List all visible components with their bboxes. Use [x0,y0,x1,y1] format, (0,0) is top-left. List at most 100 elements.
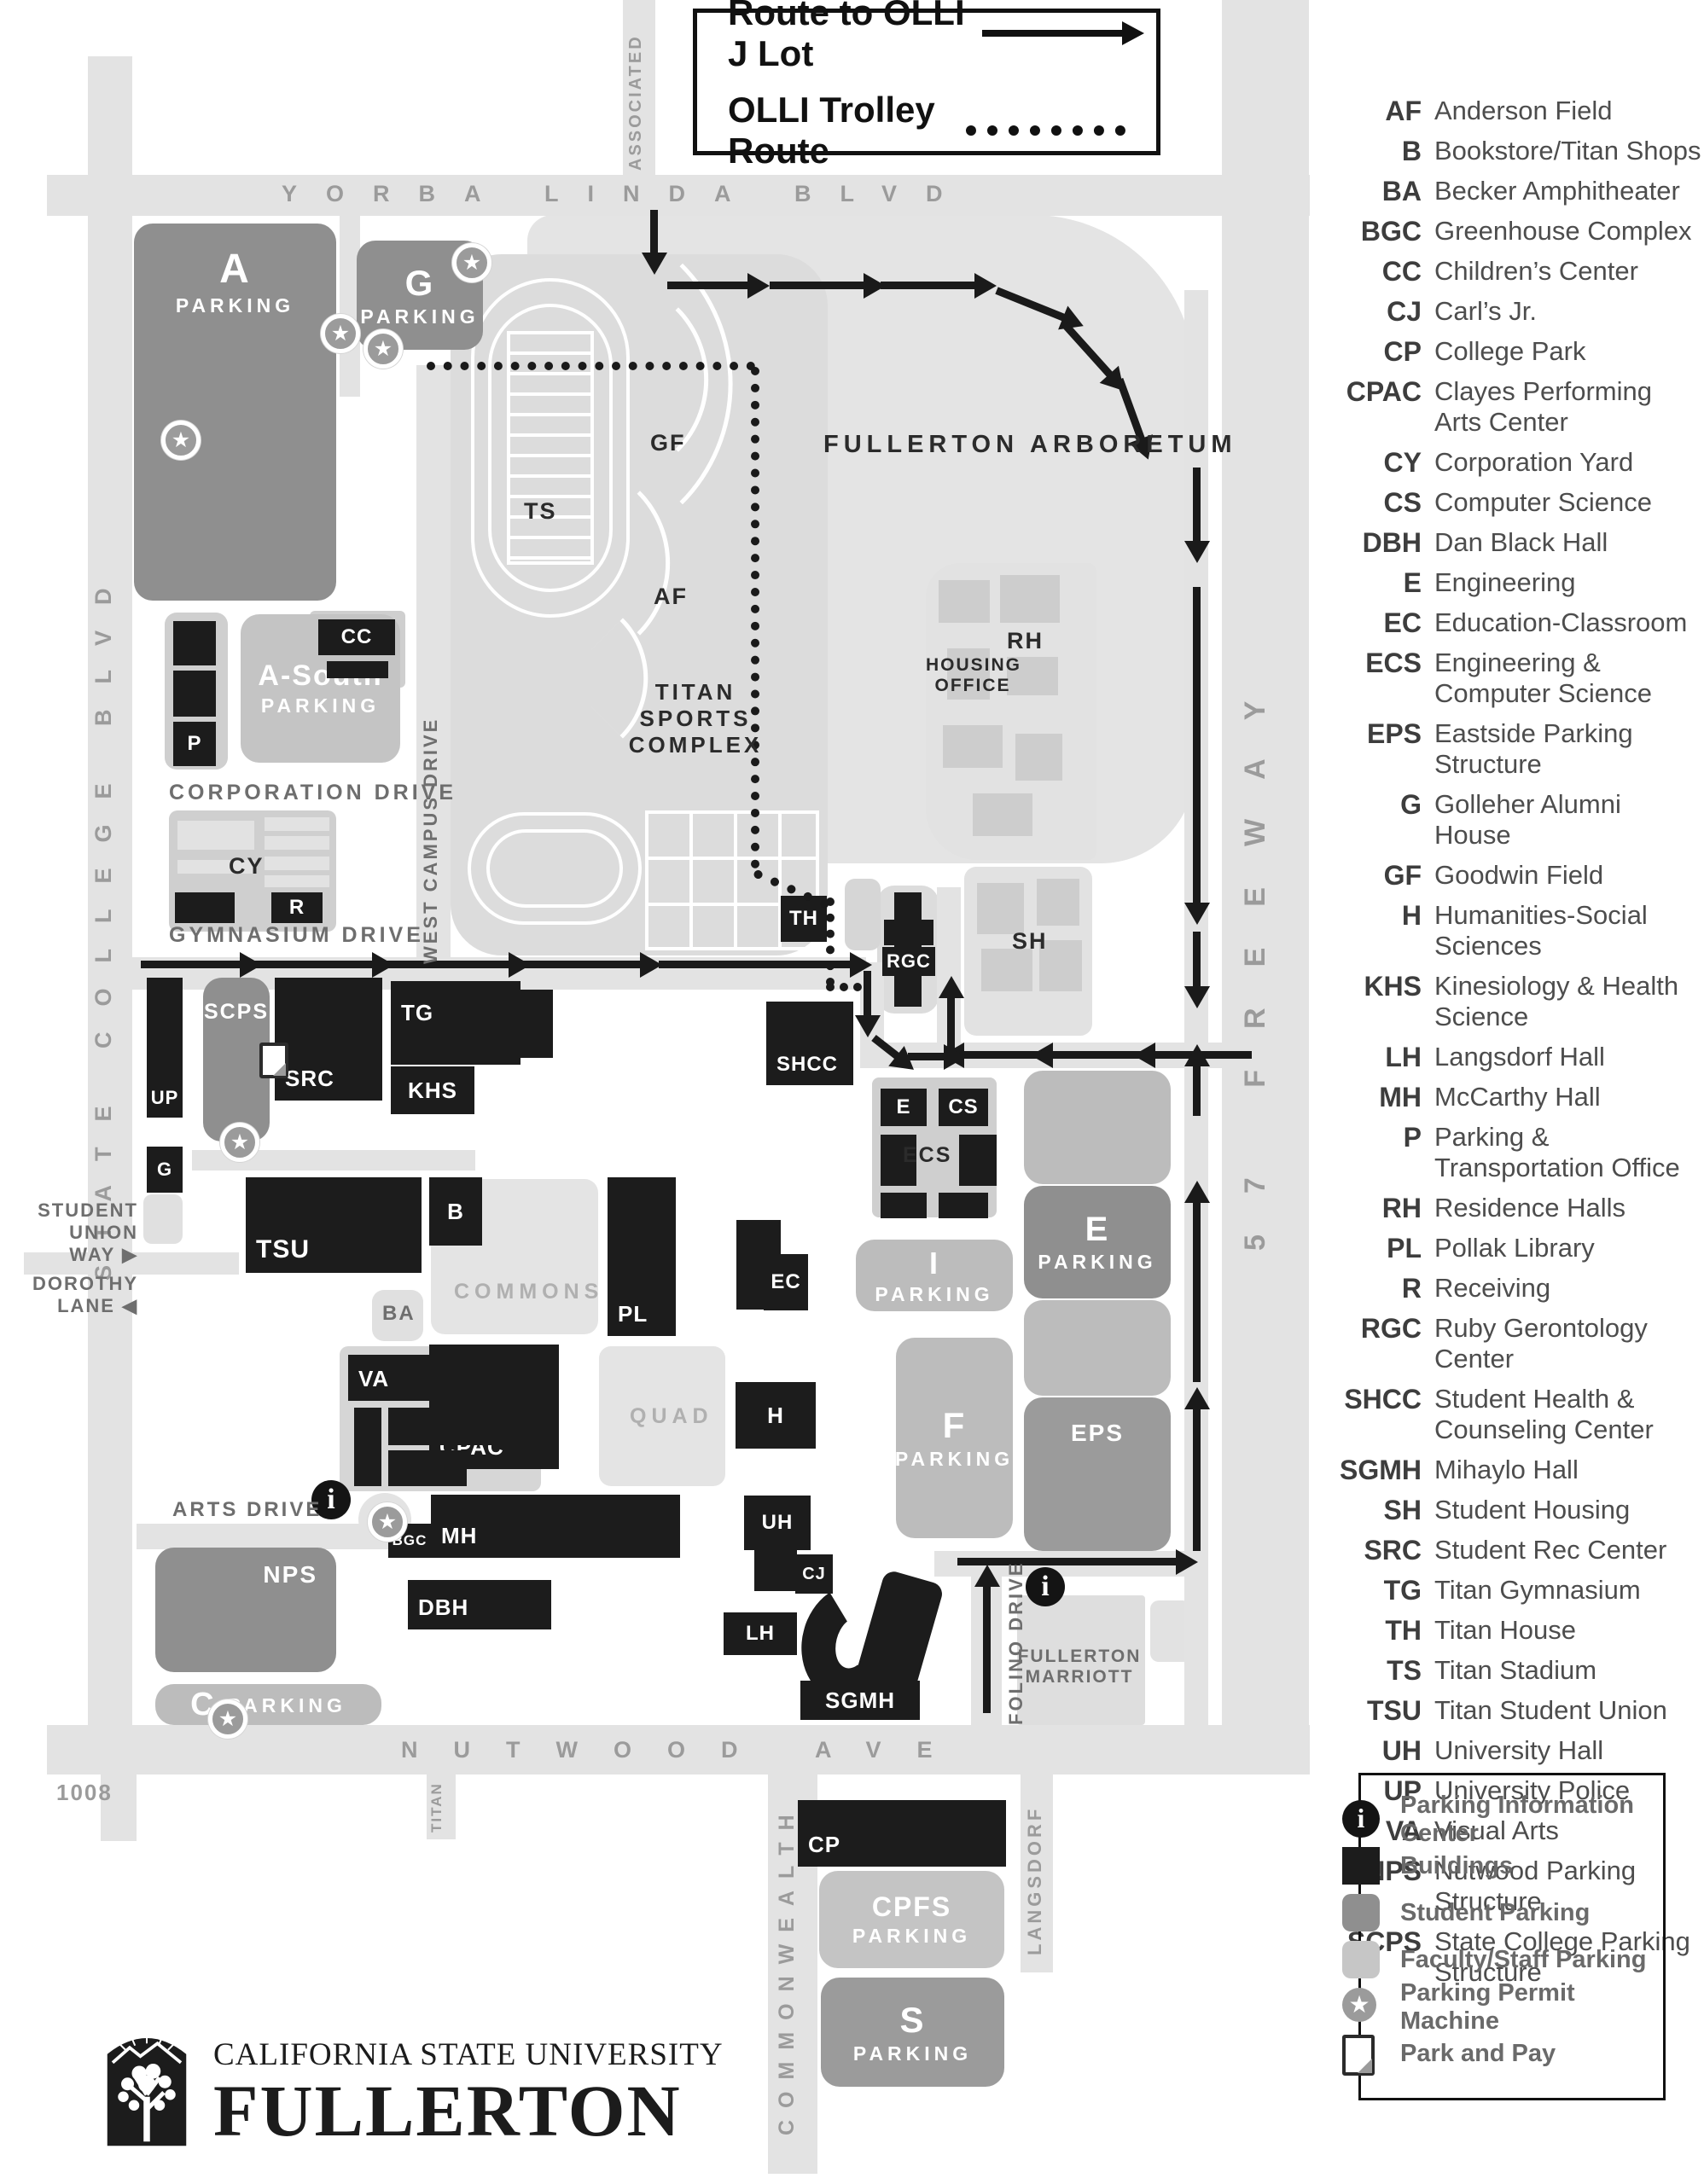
building-name: Pollak Library [1434,1233,1595,1263]
student-icon [1342,1893,1380,1931]
housing-office-label: HOUSING OFFICE [926,655,1022,695]
building-abbr: TG [1383,1575,1422,1606]
housing-building [1039,940,1082,991]
cs-building: CS [939,1089,988,1126]
building-name: Computer Science [1434,487,1653,517]
building-name: Corporation Yard [1434,447,1634,477]
building-name: Goodwin Field [1434,860,1604,890]
building-name: Dan Black Hall [1434,527,1608,557]
housing-building [981,949,1032,991]
khs-building: KHS [391,1066,474,1114]
building-abbr: DBH [1362,527,1422,558]
pollak-library-building: PL [608,1177,676,1336]
building-abbr: TSU [1367,1695,1422,1726]
route-arrow [1193,468,1201,543]
building-abbr: CP [1383,336,1422,367]
gymnasium-drive-label: GYMNASIUM DRIVE [169,923,424,947]
route-arrow [957,1558,1178,1565]
staff-icon [1342,1940,1380,1978]
f-parking-lot-sublabel: PARKING [894,1448,1015,1470]
student-legend-icon [1342,1893,1381,1933]
route-legend-row: Route to OLLI J Lot [728,0,1125,74]
building-name: Humanities-Social Sciences [1434,900,1648,961]
nutwood-ave-road [47,1725,1310,1774]
building-name: Titan Gymnasium [1434,1575,1641,1605]
g-parking-lot-sublabel: PARKING [360,305,480,328]
cy-building-black [175,892,235,923]
route-arrow [947,996,955,1051]
building-name: Engineering & Computer Science [1434,648,1653,708]
cc-building: CC [318,619,395,655]
building-abbr: CPAC [1346,376,1422,407]
building-index-row: DBH Dan Black Hall [1321,527,1704,558]
building-abbr: EPS [1366,718,1422,749]
cpfs-parking-lot-sublabel: PARKING [852,1925,972,1947]
cy-building [265,875,329,887]
arts-drive-label: ARTS DRIVE [172,1498,323,1521]
student-union-way-road [24,1252,239,1275]
student-union-way-label: STUDENT UNION WAY ▶ [38,1199,138,1265]
p-building: P [173,722,216,766]
commons-label: COMMONS [454,1280,604,1304]
nps-structure: NPS [155,1548,336,1672]
route-arrow [1193,1201,1201,1382]
building-abbr: ECS [1365,648,1422,678]
quad-label: QUAD [630,1404,713,1428]
park-and-pay-icon [259,1043,288,1078]
map-legend-row: Buildings [1342,1843,1663,1890]
goodwin-field-label: GF [650,430,686,456]
building-name: Engineering [1434,567,1576,597]
student-housing-label: SH [1012,928,1048,954]
uh-building: UH [744,1496,811,1550]
golleher-pad [143,1194,183,1244]
ecs-building-east [959,1135,997,1186]
building-abbr: CC [1381,256,1422,287]
yorba-linda-blvd-road [47,175,1310,216]
p-building-b [173,671,216,717]
dbh-building: DBH [408,1580,551,1629]
langsdorf-label: LANGSDORF [1024,1805,1045,1955]
building-name: Receiving [1434,1273,1551,1303]
building-abbr: H [1401,900,1422,931]
titan-sports-complex-label: TITAN SPORTS COMPLEX [628,679,763,758]
trolley-legend-row: OLLI Trolley Route [728,90,1125,171]
residence-building [1015,734,1062,781]
csuf-logo: CALIFORNIA STATE UNIVERSITY FULLERTON [104,2030,724,2148]
rgc-wing [884,920,933,945]
tsu-building: TSU [246,1177,422,1273]
fullerton-arboretum-label: FULLERTON ARBORETUM [823,431,1237,458]
s-parking-lot-label: S [899,1999,926,2040]
freeway-57-label: 57 FREEWAY [1239,659,1271,1252]
map-legend-row: Faculty/Staff Parking [1342,1937,1663,1984]
track-oval-outline [468,812,642,925]
building-abbr: SH [1383,1495,1422,1525]
nps-structure-label: NPS [263,1561,317,1588]
va-building-2 [354,1408,381,1486]
building-name: Nutwood Parking Structure [1434,1856,1637,1916]
a-parking-lot-sublabel: PARKING [175,294,295,317]
commonwealth-label: COMMONWEALTH [775,1803,799,2135]
corporation-drive-label: CORPORATION DRIVE [169,781,457,804]
route-arrow [962,1051,1044,1059]
route-arrow [667,282,749,289]
freeway-57-road [1222,0,1309,1725]
building-abbr: EC [1383,607,1422,638]
star-icon: ★ [1342,1987,1376,2022]
route-arrow [770,282,865,289]
titan-road [427,1774,456,1839]
building-abbr: RH [1381,1193,1422,1223]
tg-annex [521,990,553,1058]
building-name: Carl’s Jr. [1434,296,1538,326]
lh-building: LH [724,1612,797,1655]
residence-halls-label: RH [1007,628,1044,653]
